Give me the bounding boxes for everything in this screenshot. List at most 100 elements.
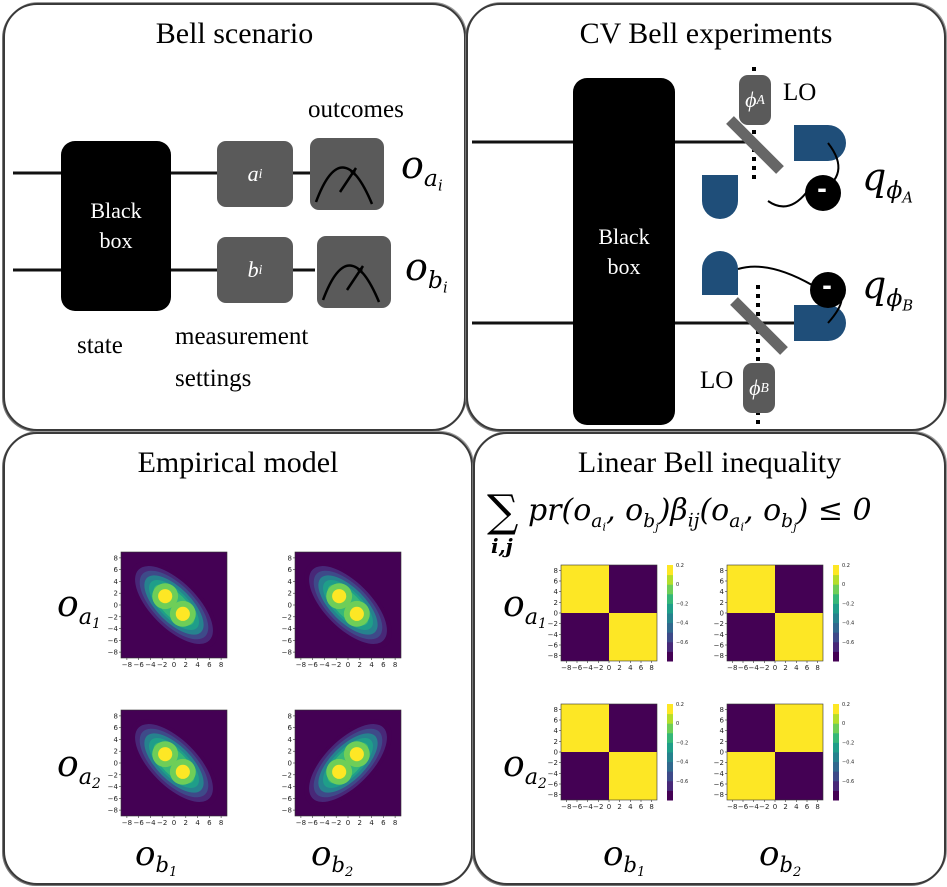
colorbar-tick-label: −0.6 <box>842 640 854 646</box>
colorbar-segment <box>833 565 839 576</box>
x-tick-label: −8 <box>122 819 132 827</box>
x-tick-label: −4 <box>749 664 760 672</box>
colorbar-segment <box>667 651 673 662</box>
minus-bottom: - <box>822 272 832 300</box>
x-tick-label: −8 <box>561 664 571 672</box>
y-tick-label: −2 <box>108 771 118 779</box>
y-tick-label: 8 <box>554 567 558 575</box>
x-tick-label: 2 <box>184 661 188 669</box>
x-tick-label: −2 <box>157 819 167 827</box>
y-tick-label: 2 <box>288 748 292 756</box>
y-tick-label: 4 <box>554 588 559 596</box>
x-tick-label: 4 <box>628 664 633 672</box>
cv-bell-title: CV Bell experiments <box>579 17 833 50</box>
x-tick-label: 0 <box>172 661 176 669</box>
colorbar-tick-label: −0.2 <box>676 601 688 607</box>
q-phi-a-label: qϕA <box>862 155 913 207</box>
x-tick-label: 6 <box>207 819 212 827</box>
quadrant-top-left <box>561 565 609 613</box>
x-tick-label: 4 <box>195 661 200 669</box>
x-tick-label: 0 <box>346 661 350 669</box>
y-tick-label: 2 <box>554 599 558 607</box>
x-tick-label: −8 <box>727 803 737 811</box>
y-tick-label: −6 <box>714 642 725 650</box>
x-tick-label: −6 <box>308 819 319 827</box>
colorbar-tick-label: 0 <box>842 582 845 588</box>
y-tick-label: −2 <box>282 771 292 779</box>
x-tick-label: 0 <box>172 819 176 827</box>
quadrant-bottom-left <box>561 613 609 661</box>
y-tick-label: 8 <box>720 706 724 714</box>
y-tick-label: 2 <box>288 590 292 598</box>
y-tick-label: −4 <box>714 770 725 778</box>
colorbar-tick-label: 0 <box>842 721 845 727</box>
cv-bell-optics <box>472 67 846 425</box>
x-tick-label: 2 <box>358 819 362 827</box>
x-tick-label: 2 <box>358 661 362 669</box>
x-tick-label: −2 <box>331 819 341 827</box>
y-tick-label: 4 <box>288 578 293 586</box>
lo-top-label: LO <box>783 79 817 106</box>
density-peak <box>175 764 190 779</box>
y-tick-label: −2 <box>714 620 724 628</box>
x-tick-label: 8 <box>219 819 223 827</box>
minus-top: - <box>817 175 827 203</box>
colorbar-segment <box>833 651 839 662</box>
y-tick-label: −8 <box>548 652 558 660</box>
y-tick-label: −8 <box>108 807 118 815</box>
x-tick-label: 4 <box>628 803 633 811</box>
y-tick-label: 8 <box>114 554 118 562</box>
x-tick-label: 8 <box>219 661 223 669</box>
quadrant-bottom-left <box>727 613 775 661</box>
row-label-a1: oa1 <box>57 584 101 632</box>
colorbar-segment <box>833 593 839 604</box>
row-label-a2: oa2 <box>57 744 101 792</box>
y-tick-label: 0 <box>114 760 118 768</box>
density-peak <box>332 589 347 604</box>
colorbar-segment <box>833 752 839 763</box>
y-tick-label: 6 <box>288 566 293 574</box>
x-tick-label: −2 <box>593 664 603 672</box>
y-tick-label: 6 <box>554 717 559 725</box>
bell-heatmap-a2-b2: 0.20−0.2−0.4−0.6−8−8−6−6−4−4−2−200224466… <box>714 702 854 811</box>
y-tick-label: −8 <box>108 649 118 657</box>
x-tick-label: 2 <box>617 664 621 672</box>
colorbar-segment <box>833 732 839 743</box>
y-tick-label: 2 <box>720 599 724 607</box>
x-tick-label: −6 <box>738 664 749 672</box>
x-tick-label: −6 <box>738 803 749 811</box>
y-tick-label: 6 <box>720 717 725 725</box>
colorbar-segment <box>667 593 673 604</box>
measurement-label-2: settings <box>175 365 252 392</box>
outcomes-label: outcomes <box>308 96 404 123</box>
y-tick-label: 6 <box>554 578 559 586</box>
state-label: state <box>77 332 123 359</box>
q-phi-b-label: qϕB <box>862 263 914 315</box>
y-tick-label: 8 <box>288 554 292 562</box>
x-tick-label: −4 <box>583 664 594 672</box>
density-peak <box>332 764 347 779</box>
col-label-b2: ob2 <box>311 834 354 881</box>
x-tick-label: −4 <box>319 819 330 827</box>
x-tick-label: −6 <box>572 664 583 672</box>
x-tick-label: 4 <box>195 819 200 827</box>
y-tick-label: 6 <box>720 578 725 586</box>
x-tick-label: 6 <box>805 803 810 811</box>
ineq-col-label-b2: ob2 <box>759 834 802 881</box>
bell-scenario-title: Bell scenario <box>155 17 314 50</box>
x-tick-label: −8 <box>296 661 306 669</box>
colorbar-segment <box>833 771 839 782</box>
y-tick-label: 8 <box>554 706 558 714</box>
x-tick-label: 6 <box>639 803 644 811</box>
x-tick-label: 2 <box>783 664 787 672</box>
quadrant-bottom-left <box>561 752 609 800</box>
x-tick-label: 8 <box>649 803 653 811</box>
x-tick-label: −4 <box>749 803 760 811</box>
quadrant-bottom-right <box>609 752 657 800</box>
